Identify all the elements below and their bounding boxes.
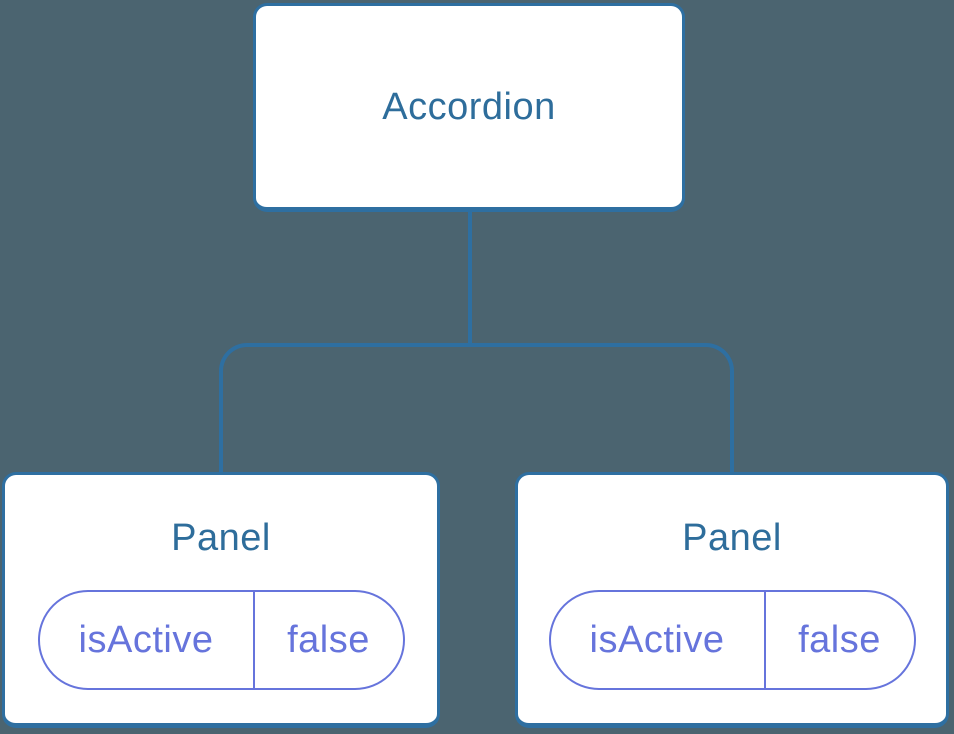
node-title: Panel <box>682 517 782 559</box>
tree-node-accordion: Accordion <box>253 3 685 212</box>
prop-badge: isActive false <box>548 590 916 690</box>
connector-bracket-line <box>219 343 734 472</box>
prop-value: false <box>287 618 370 661</box>
prop-name: isActive <box>78 618 214 661</box>
connector-stem-line <box>468 210 472 347</box>
prop-value: false <box>798 618 881 661</box>
tree-node-panel-left: Panel isActive false <box>2 472 440 728</box>
prop-divider <box>252 592 255 688</box>
prop-name: isActive <box>589 618 725 661</box>
prop-divider <box>763 592 766 688</box>
node-title: Panel <box>171 517 271 559</box>
prop-badge: isActive false <box>37 590 405 690</box>
tree-node-panel-right: Panel isActive false <box>515 472 949 728</box>
node-title: Accordion <box>382 85 556 128</box>
